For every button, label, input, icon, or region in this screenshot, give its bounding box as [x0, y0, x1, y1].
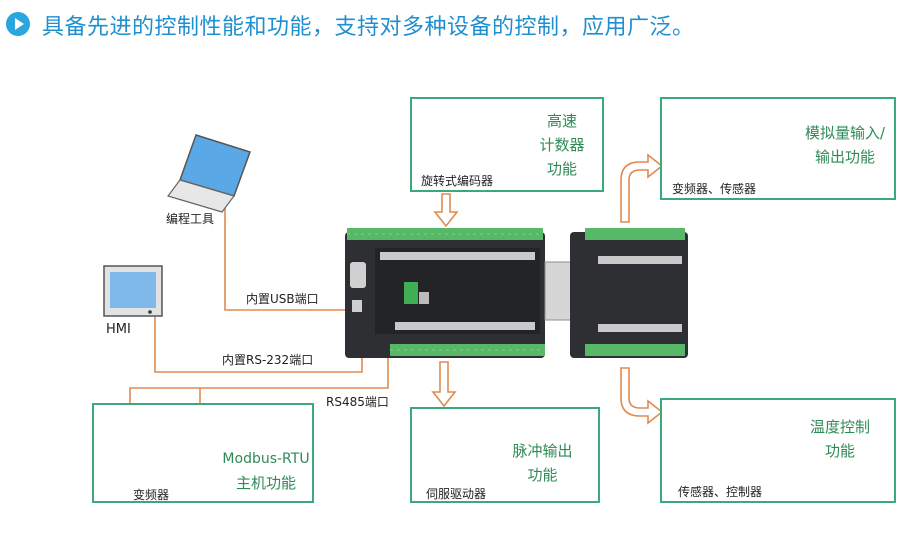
laptop-icon — [167, 134, 251, 213]
usb-port-label: 内置USB端口 — [246, 292, 319, 306]
modbus-title-line1: Modbus-RTU — [222, 451, 310, 467]
plc-expansion-unit — [570, 228, 688, 358]
arrow-up-analog — [620, 153, 664, 223]
temp-title-line2: 功能 — [824, 442, 855, 460]
modbus-title-line2: 主机功能 — [235, 474, 296, 492]
analog-io-box — [660, 97, 896, 200]
modbus-caption: 变频器 — [133, 488, 170, 502]
counter-title-line2: 计数器 — [539, 136, 585, 154]
temperature-control-box — [660, 398, 896, 503]
counter-title-line3: 功能 — [546, 160, 577, 178]
plc-main-unit — [345, 228, 545, 358]
hmi-label: HMI — [106, 322, 131, 337]
play-circle-icon — [6, 12, 30, 36]
high-speed-counter-box — [410, 97, 604, 192]
programming-tool-label: 编程工具 — [166, 212, 215, 226]
rs485-port-label: RS485端口 — [326, 395, 389, 409]
modbus-rtu-box — [92, 403, 314, 503]
arrow-down-encoder — [433, 193, 459, 228]
pulse-caption: 伺服驱动器 — [426, 487, 487, 501]
rs485-wire — [129, 340, 389, 415]
pulse-output-box — [410, 407, 600, 503]
rs232-port-label: 内置RS-232端口 — [222, 353, 314, 367]
header: 具备先进的控制性能和功能，支持对多种设备的控制，应用广泛。 — [0, 0, 898, 52]
arrow-down-temp — [620, 367, 664, 425]
pulse-title-line2: 功能 — [527, 466, 558, 484]
temp-caption: 传感器、控制器 — [678, 485, 763, 499]
analog-title-line1: 模拟量输入/ — [804, 124, 886, 142]
arrows — [431, 153, 664, 425]
analog-title-line2: 输出功能 — [814, 148, 875, 166]
page-title: 具备先进的控制性能和功能，支持对多种设备的控制，应用广泛。 — [42, 15, 695, 40]
temp-title-line1: 温度控制 — [809, 418, 870, 436]
analog-caption: 变频器、传感器 — [672, 182, 757, 196]
din-rail — [544, 261, 574, 321]
hmi-monitor-icon — [103, 265, 163, 317]
usb-wire — [224, 198, 356, 311]
counter-title-line1: 高速 — [546, 112, 577, 130]
pulse-title-line1: 脉冲输出 — [512, 442, 573, 460]
arrow-down-pulse — [431, 361, 457, 408]
encoder-caption: 旋转式编码器 — [421, 174, 494, 188]
